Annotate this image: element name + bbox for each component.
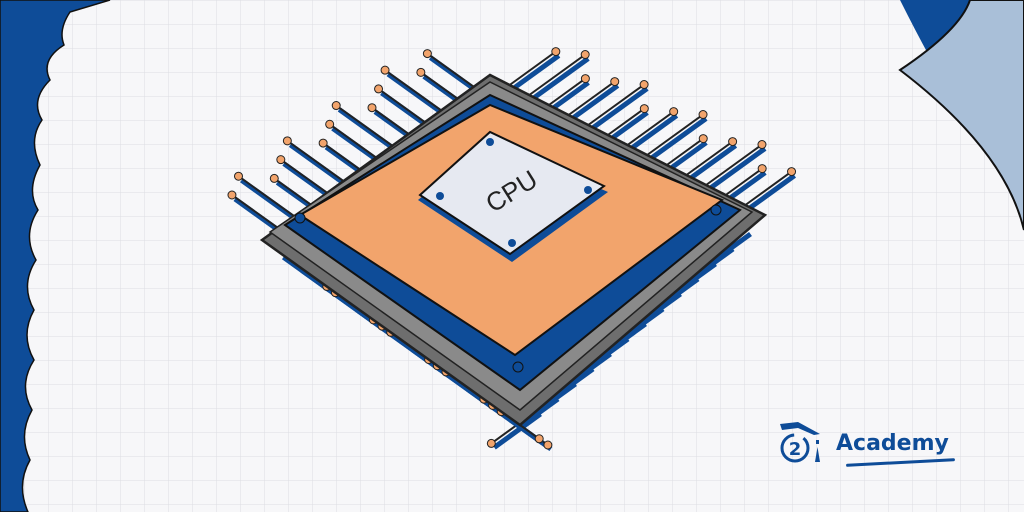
pin-pad	[669, 107, 679, 117]
pin-shadow	[570, 83, 620, 122]
pin	[237, 175, 296, 218]
pin-pad	[728, 137, 738, 147]
pin-shadow	[746, 173, 796, 212]
pin	[607, 107, 645, 136]
pin-pad	[367, 103, 377, 113]
pin-pad	[380, 65, 390, 75]
pin	[705, 143, 763, 186]
pin	[567, 80, 616, 116]
pin-pad	[757, 164, 767, 174]
pin	[509, 50, 557, 86]
pin	[744, 170, 793, 206]
pin-shadow	[386, 72, 446, 117]
pin-pad	[639, 80, 649, 90]
pin-pad	[269, 173, 279, 183]
pin-shadow	[428, 55, 479, 93]
pin	[371, 106, 410, 135]
pin-pad	[318, 138, 328, 148]
pin	[646, 113, 704, 156]
pin-shadow	[233, 196, 283, 235]
pin-pad	[276, 155, 286, 165]
pin-shadow	[281, 255, 332, 293]
pin	[377, 88, 426, 123]
pin	[426, 52, 475, 88]
pin	[666, 137, 704, 166]
pin-shadow	[648, 116, 708, 162]
pin	[273, 177, 312, 206]
chip-screw	[710, 204, 722, 216]
pin-shadow	[707, 146, 767, 192]
pin-pad	[580, 74, 590, 84]
torn-left-edge	[0, 0, 111, 512]
chip-screw	[512, 361, 524, 373]
pin-shadow	[373, 109, 414, 140]
pin-shadow	[288, 142, 348, 188]
pin-pad	[233, 171, 243, 181]
pin-pad	[486, 438, 496, 448]
pin-shadow	[422, 74, 462, 105]
pin	[231, 194, 279, 230]
pin-shadow	[550, 80, 590, 112]
pin-pad	[580, 50, 590, 60]
pin-shadow	[380, 90, 430, 129]
pin	[329, 123, 377, 159]
pin-pad	[416, 67, 426, 77]
pin-shadow	[324, 145, 365, 176]
pin	[725, 167, 763, 196]
pin	[280, 158, 328, 194]
pin-pad	[282, 136, 292, 146]
pin-pad	[787, 167, 797, 177]
logo-number: 2	[789, 439, 802, 460]
pin	[548, 77, 586, 106]
chip-screw	[294, 212, 306, 224]
pin-shadow	[240, 178, 300, 223]
die-screw	[584, 186, 592, 194]
pin-shadow	[727, 170, 767, 202]
pin-shadow	[331, 126, 381, 164]
pin-pad	[698, 110, 708, 120]
pin-shadow	[668, 140, 708, 172]
pin-pad	[325, 119, 335, 129]
pin-shadow	[589, 86, 649, 132]
pin-shadow	[629, 113, 679, 152]
pin	[528, 53, 586, 96]
logo-text: Academy	[836, 430, 949, 456]
pin	[420, 71, 459, 100]
pin-shadow	[530, 56, 590, 102]
pin-pad	[543, 440, 553, 450]
pin-pad	[610, 77, 620, 87]
die-screw	[508, 239, 516, 247]
pin-pad	[227, 190, 237, 200]
pin-pad	[698, 134, 708, 144]
pin-pad	[551, 47, 561, 57]
pin-shadow	[609, 110, 649, 142]
chip-die	[418, 130, 606, 256]
pin	[286, 140, 345, 182]
pin	[335, 104, 393, 147]
pin	[685, 140, 734, 176]
pin-pad	[757, 140, 767, 150]
die-screw	[486, 138, 494, 146]
pin-pad	[331, 101, 341, 111]
pin	[626, 110, 675, 146]
pin	[587, 83, 645, 126]
die-screw	[436, 192, 444, 200]
academy-logo: 2 Academy	[778, 420, 949, 466]
pin-shadow	[275, 180, 316, 211]
pin-shadow	[687, 143, 738, 182]
pin-shadow	[492, 411, 542, 450]
pin-pad	[639, 104, 649, 114]
pin-shadow	[337, 107, 397, 152]
pin-pad	[374, 84, 384, 94]
pin	[322, 142, 361, 171]
pin-shadow	[282, 161, 332, 199]
pin	[384, 69, 442, 112]
pin-pad	[534, 434, 544, 444]
graduation-cap-icon: 2	[780, 422, 820, 463]
pin-shadow	[511, 53, 561, 92]
pin-pad	[422, 49, 432, 59]
